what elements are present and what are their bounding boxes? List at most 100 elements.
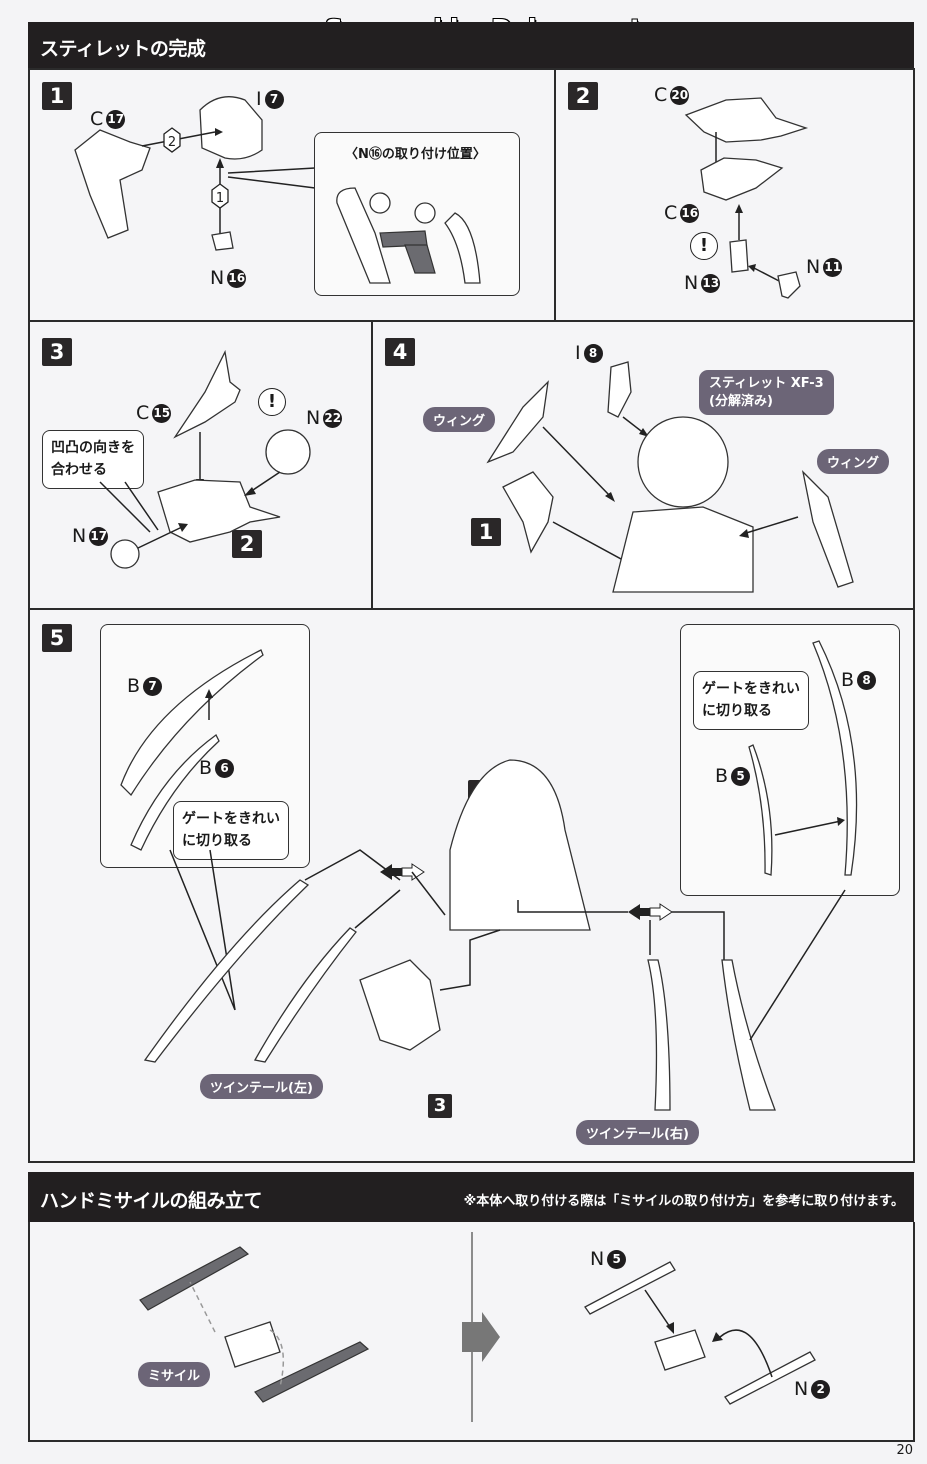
missile-rack-drawing	[224, 1321, 281, 1368]
twintail-right-outer-drawing	[721, 959, 776, 1111]
step-number: 3	[42, 338, 72, 366]
section-header-hand-missile: ハンドミサイルの組み立て ※本体へ取り付ける際は「ミサイルの取り付け方」を参考に…	[28, 1172, 914, 1224]
part-b5-drawing	[748, 744, 773, 876]
part-step1-drawing	[502, 471, 554, 554]
part-step2-assembly-drawing	[157, 479, 281, 543]
step-4-illustration	[486, 361, 854, 593]
missile-rack-right-drawing	[654, 1329, 706, 1371]
callout-pointer	[227, 167, 316, 189]
section-header-stiletto: スティレットの完成	[28, 22, 914, 68]
part-b7-drawing	[120, 649, 264, 797]
swap-arrow-right-icon	[628, 904, 650, 920]
svg-text:2: 2	[168, 135, 176, 150]
label-wing-right: ウィング	[817, 449, 890, 474]
step-1-illustration: 2 1	[74, 96, 316, 251]
part-n16-drawing	[211, 231, 234, 251]
label-wing-left: ウィング	[423, 407, 496, 432]
section-title: スティレットの完成	[40, 38, 206, 60]
twintail-left-outer-drawing	[143, 879, 310, 1063]
callout-cut-gate-left: ゲートをきれい に切り取る	[173, 801, 289, 860]
svg-text:1: 1	[216, 191, 224, 206]
step-number: 5	[42, 624, 72, 652]
missile-top-drawing	[139, 1246, 250, 1311]
missile-n2-drawing	[724, 1351, 816, 1405]
page-number: 20	[896, 1443, 913, 1458]
inset-illustration	[336, 187, 481, 284]
part-c16-drawing	[700, 157, 784, 201]
label-stiletto-xf3: スティレット XF-3 (分解済み)	[699, 370, 834, 416]
part-c15-drawing	[173, 349, 241, 439]
label-missile: ミサイル	[138, 1362, 211, 1387]
twintail-right-inner-drawing	[647, 959, 671, 1111]
ref-step-2: 2	[232, 530, 262, 558]
ref-step-3: 3	[428, 1094, 452, 1118]
step-number: 1	[42, 82, 72, 110]
swap-arrow-left-icon	[380, 864, 402, 880]
section-note: ※本体へ取り付ける際は「ミサイルの取り付け方」を参考に取り付けます。	[463, 1194, 904, 1209]
figure-body-drawing	[612, 506, 754, 593]
part-i8-drawing	[607, 361, 632, 418]
part-b8-drawing	[812, 640, 858, 876]
order-marker-1	[211, 183, 229, 209]
label-twintail-left: ツインテール(左)	[200, 1074, 323, 1099]
missile-n5-drawing	[584, 1261, 676, 1315]
part-step3-drawing	[359, 959, 441, 1051]
hand-missile-illustration	[139, 1232, 816, 1422]
figure-head-drawing	[637, 416, 729, 508]
part-c17-drawing	[74, 129, 151, 239]
step-number: 2	[568, 82, 598, 110]
next-step-arrow-icon	[462, 1312, 500, 1362]
wing-right-drawing	[801, 470, 854, 588]
part-n17-drawing	[110, 539, 140, 569]
step-number: 4	[385, 338, 415, 366]
inset-title: 〈N⑯の取り付け位置〉	[345, 147, 486, 162]
missile-bottom-drawing	[254, 1341, 370, 1403]
caution-icon: !	[258, 388, 286, 416]
part-n13-drawing	[729, 239, 749, 273]
caution-icon: !	[690, 232, 718, 260]
inset-right-illustration	[748, 640, 858, 876]
step-5-illustration	[143, 759, 846, 1111]
step-2-illustration	[684, 97, 809, 299]
callout-cut-gate-right: ゲートをきれい に切り取る	[693, 671, 809, 730]
ref-step-1: 1	[471, 518, 501, 546]
inset-left-illustration	[120, 649, 264, 851]
step-3-illustration	[99, 349, 311, 569]
part-i7-drawing	[199, 96, 263, 160]
part-c20-drawing	[684, 97, 809, 143]
inset-n16-position: 〈N⑯の取り付け位置〉	[314, 132, 520, 296]
callout-align-notches: 凹凸の向きを 合わせる	[42, 430, 144, 489]
label-twintail-right: ツインテール(右)	[576, 1120, 699, 1145]
part-n22-drawing	[265, 429, 311, 475]
part-b6-drawing	[130, 734, 220, 851]
twintail-left-inner-drawing	[253, 927, 357, 1063]
figure-step4-drawing	[449, 759, 591, 931]
wing-left-drawing	[486, 380, 549, 464]
order-marker-2	[163, 127, 181, 153]
